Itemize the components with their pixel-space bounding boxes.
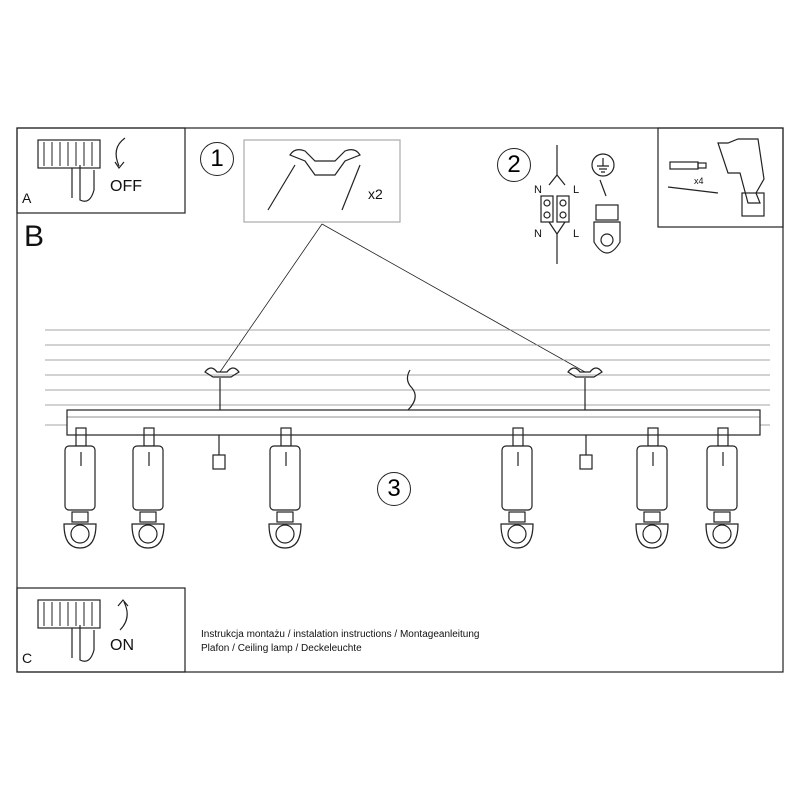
panel-a-action: OFF: [110, 178, 142, 195]
breaker-off-icon: [37, 137, 126, 202]
step1-quantity: x2: [368, 186, 383, 202]
panel-a-frame: [16, 127, 186, 214]
terminal-block-icon: [540, 145, 570, 264]
spotlight-1: [63, 427, 97, 549]
spotlight-2: [131, 427, 165, 549]
ceiling-bracket-right: [567, 367, 603, 410]
panel-c-frame: [16, 587, 186, 673]
live-bottom-label: L: [573, 228, 580, 240]
breaker-on-icon: [37, 599, 129, 662]
ceiling-bracket-left: [204, 367, 240, 410]
rail-screw-left: [212, 435, 226, 470]
tools-frame: [657, 127, 784, 228]
panel-b-letter: B: [24, 220, 45, 253]
lamp-rail: [66, 409, 761, 436]
live-top-label: L: [573, 184, 580, 196]
screw-icon: [667, 186, 719, 194]
step1-number: 1: [200, 142, 234, 176]
spotlight-6: [705, 427, 739, 549]
rail-screw-right: [579, 435, 593, 470]
footer-line2: Plafon / Ceiling lamp / Deckeleuchte: [201, 643, 362, 654]
spotlight-5: [635, 427, 669, 549]
wall-plug-icon: [669, 161, 707, 170]
ground-icon: [591, 153, 621, 254]
footer-line1: Instrukcja montażu / instalation instruc…: [201, 629, 480, 640]
step2-number: 2: [497, 148, 531, 182]
panel-a-letter: A: [22, 190, 32, 206]
mounting-bracket-icon: [267, 149, 361, 211]
step3-number: 3: [377, 472, 411, 506]
spotlight-3: [268, 427, 302, 549]
panel-c-action: ON: [110, 637, 134, 654]
power-cable: [406, 369, 416, 411]
panel-c-letter: C: [22, 650, 33, 666]
neutral-bottom-label: N: [534, 228, 542, 240]
leader-lines: [219, 223, 586, 373]
neutral-top-label: N: [534, 184, 542, 196]
tools-quantity: x4: [694, 176, 704, 186]
outer-frame: [16, 127, 784, 673]
drill-icon: [717, 138, 765, 217]
spotlight-4: [500, 427, 534, 549]
step1-frame: [243, 139, 401, 223]
